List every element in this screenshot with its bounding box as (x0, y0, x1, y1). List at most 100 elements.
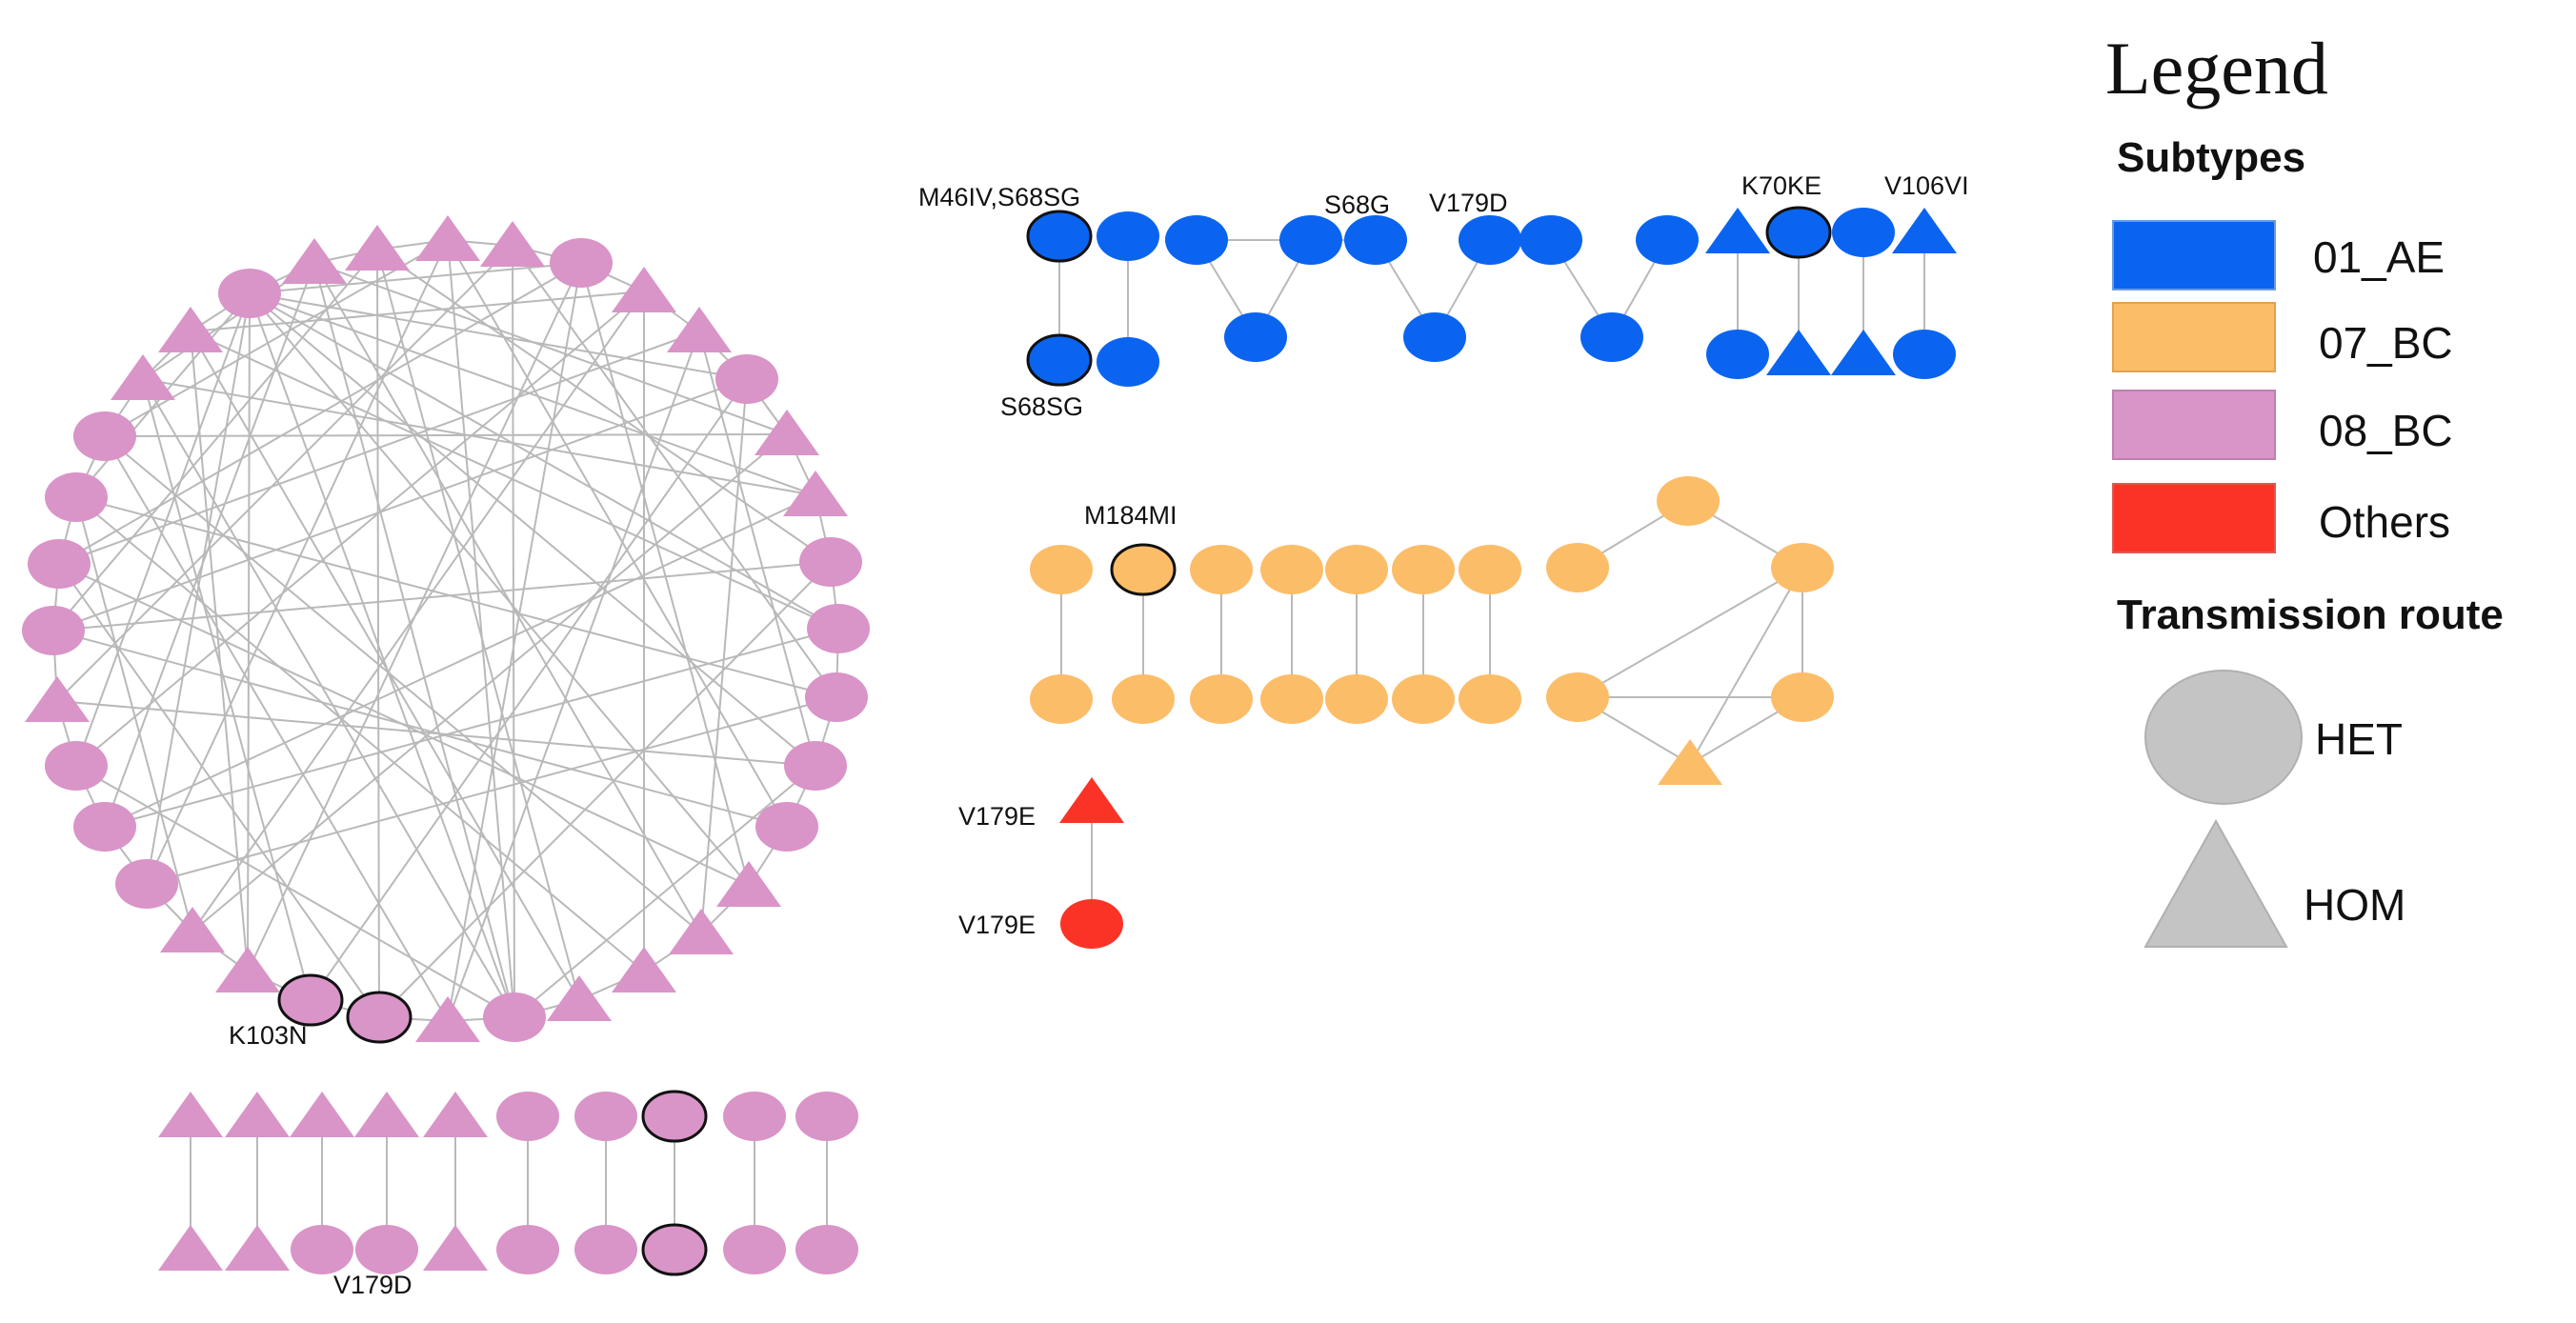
het-node-d1 (1657, 476, 1720, 526)
hom-node-o1 (1059, 777, 1124, 823)
hom-node-bt4 (423, 1092, 488, 1137)
mutation-label-ae-k70ke: K70KE (1741, 171, 1821, 200)
hom-node-r21 (415, 996, 480, 1042)
het-node-bb7 (641, 1223, 708, 1276)
het-node-bb2 (291, 1225, 353, 1274)
mutation-label-ae-s68g: S68G (1324, 190, 1390, 219)
hom-node-r17 (669, 909, 734, 954)
legend-title: Legend (2105, 27, 2328, 110)
subtypes-heading: Subtypes (2117, 134, 2305, 181)
edge-r0-r10 (249, 292, 816, 496)
edge-r11-r22 (378, 561, 832, 1018)
het-node-r13 (805, 672, 868, 722)
mutation-label-ae-bottom-left: S68SG (1000, 392, 1083, 421)
edge-r2-r30 (52, 249, 378, 631)
hom-node-r10 (783, 471, 848, 516)
hom-node-bb4 (423, 1225, 488, 1271)
het-node-d2 (1546, 543, 1609, 592)
het-node-cb2 (1190, 674, 1253, 724)
mutation-label-others-top: V179E (958, 802, 1036, 831)
edge-r0-r24 (247, 292, 251, 972)
het-node-d5 (1771, 672, 1834, 722)
hom-node-bb1 (225, 1225, 290, 1271)
het-node-z5 (1403, 312, 1466, 362)
hom-node-r29 (25, 676, 90, 722)
edge-r12-r27 (104, 628, 839, 828)
het-node-bb5 (496, 1225, 559, 1274)
edge-r1-r17 (313, 262, 702, 934)
edge-r15-r30 (52, 630, 788, 828)
legend-label-hom: HOM (2304, 880, 2405, 930)
legend: Legend Subtypes 01_AE 07_BC 08_BC Others… (2105, 27, 2504, 948)
hom-node-at3 (1892, 208, 1957, 253)
het-node-ct3 (1260, 545, 1323, 594)
mutation-label-ae-v106vi: V106VI (1884, 171, 1969, 200)
network-nodes (22, 206, 1957, 1276)
edge-r6-r35 (190, 291, 645, 332)
het-node-r20 (483, 992, 546, 1042)
mutation-label-ae-top-left: M46IV,S68SG (918, 183, 1080, 211)
het-node-bb8 (723, 1225, 786, 1274)
het-node-r32 (45, 472, 108, 522)
edge-r7-r31 (58, 331, 700, 565)
edge-d3-d4 (1577, 567, 1803, 698)
het-node-r30 (22, 606, 85, 655)
edge-r8-r17 (700, 378, 748, 934)
edge-r0-r12 (249, 292, 839, 630)
hom-node-bt0 (158, 1092, 223, 1137)
hom-node-ab2 (1831, 330, 1896, 375)
mutation-label-ae-v179d: V179D (1429, 189, 1508, 217)
hom-node-bt1 (225, 1092, 290, 1137)
het-node-a1 (1026, 210, 1093, 263)
hom-node-r3 (415, 215, 480, 261)
het-node-r11 (799, 537, 862, 587)
het-node-ct4 (1325, 545, 1388, 594)
mutation-label-bc08-v179d: V179D (333, 1271, 413, 1299)
het-node-cb4 (1325, 674, 1388, 724)
het-node-ct6 (1459, 545, 1521, 594)
het-node-r33 (73, 411, 136, 461)
hom-node-r7 (667, 307, 732, 352)
legend-label-01-ae: 01_AE (2313, 232, 2445, 282)
edge-r2-r22 (376, 249, 380, 1018)
edge-r1-r20 (313, 262, 515, 1018)
het-node-r8 (715, 354, 778, 404)
het-node-z9 (1636, 215, 1699, 265)
edge-r16-r31 (58, 563, 750, 887)
het-node-r23 (277, 973, 344, 1027)
het-node-ct1 (1110, 543, 1177, 596)
het-node-a4 (1097, 337, 1159, 387)
het-node-a3 (1097, 211, 1159, 261)
het-node-ct5 (1392, 545, 1455, 594)
het-node-r15 (755, 802, 818, 852)
legend-label-08-bc: 08_BC (2319, 406, 2453, 455)
legend-label-het: HET (2315, 714, 2403, 764)
het-node-d4 (1546, 672, 1609, 722)
hom-node-r18 (612, 947, 676, 992)
edge-r11-r30 (52, 561, 832, 631)
edge-r19-r35 (190, 331, 580, 1001)
edge-r25-r32 (75, 496, 193, 932)
het-node-bb3 (355, 1225, 418, 1274)
edge-r6-r25 (191, 291, 645, 932)
het-node-bb9 (795, 1225, 858, 1274)
het-node-ab3 (1893, 330, 1956, 379)
edge-r0-r26 (146, 292, 251, 885)
mutation-label-bc07-m184mi: M184MI (1084, 501, 1177, 530)
het-node-r14 (784, 741, 847, 791)
het-node-z4 (1344, 215, 1407, 265)
edge-d3-d6 (1689, 567, 1803, 765)
hom-node-d6 (1658, 739, 1722, 785)
het-node-cb5 (1392, 674, 1455, 724)
edge-r3-r33 (104, 239, 449, 437)
edge-r0-r16 (249, 292, 750, 887)
edge-r1-r9 (313, 262, 788, 435)
hom-node-r9 (755, 410, 819, 455)
het-node-z8 (1580, 312, 1643, 362)
het-node-bt5 (496, 1092, 559, 1141)
het-node-r22 (346, 991, 413, 1044)
het-node-d3 (1771, 543, 1834, 592)
het-node-ct2 (1190, 545, 1253, 594)
edge-r6-r28 (75, 291, 645, 767)
